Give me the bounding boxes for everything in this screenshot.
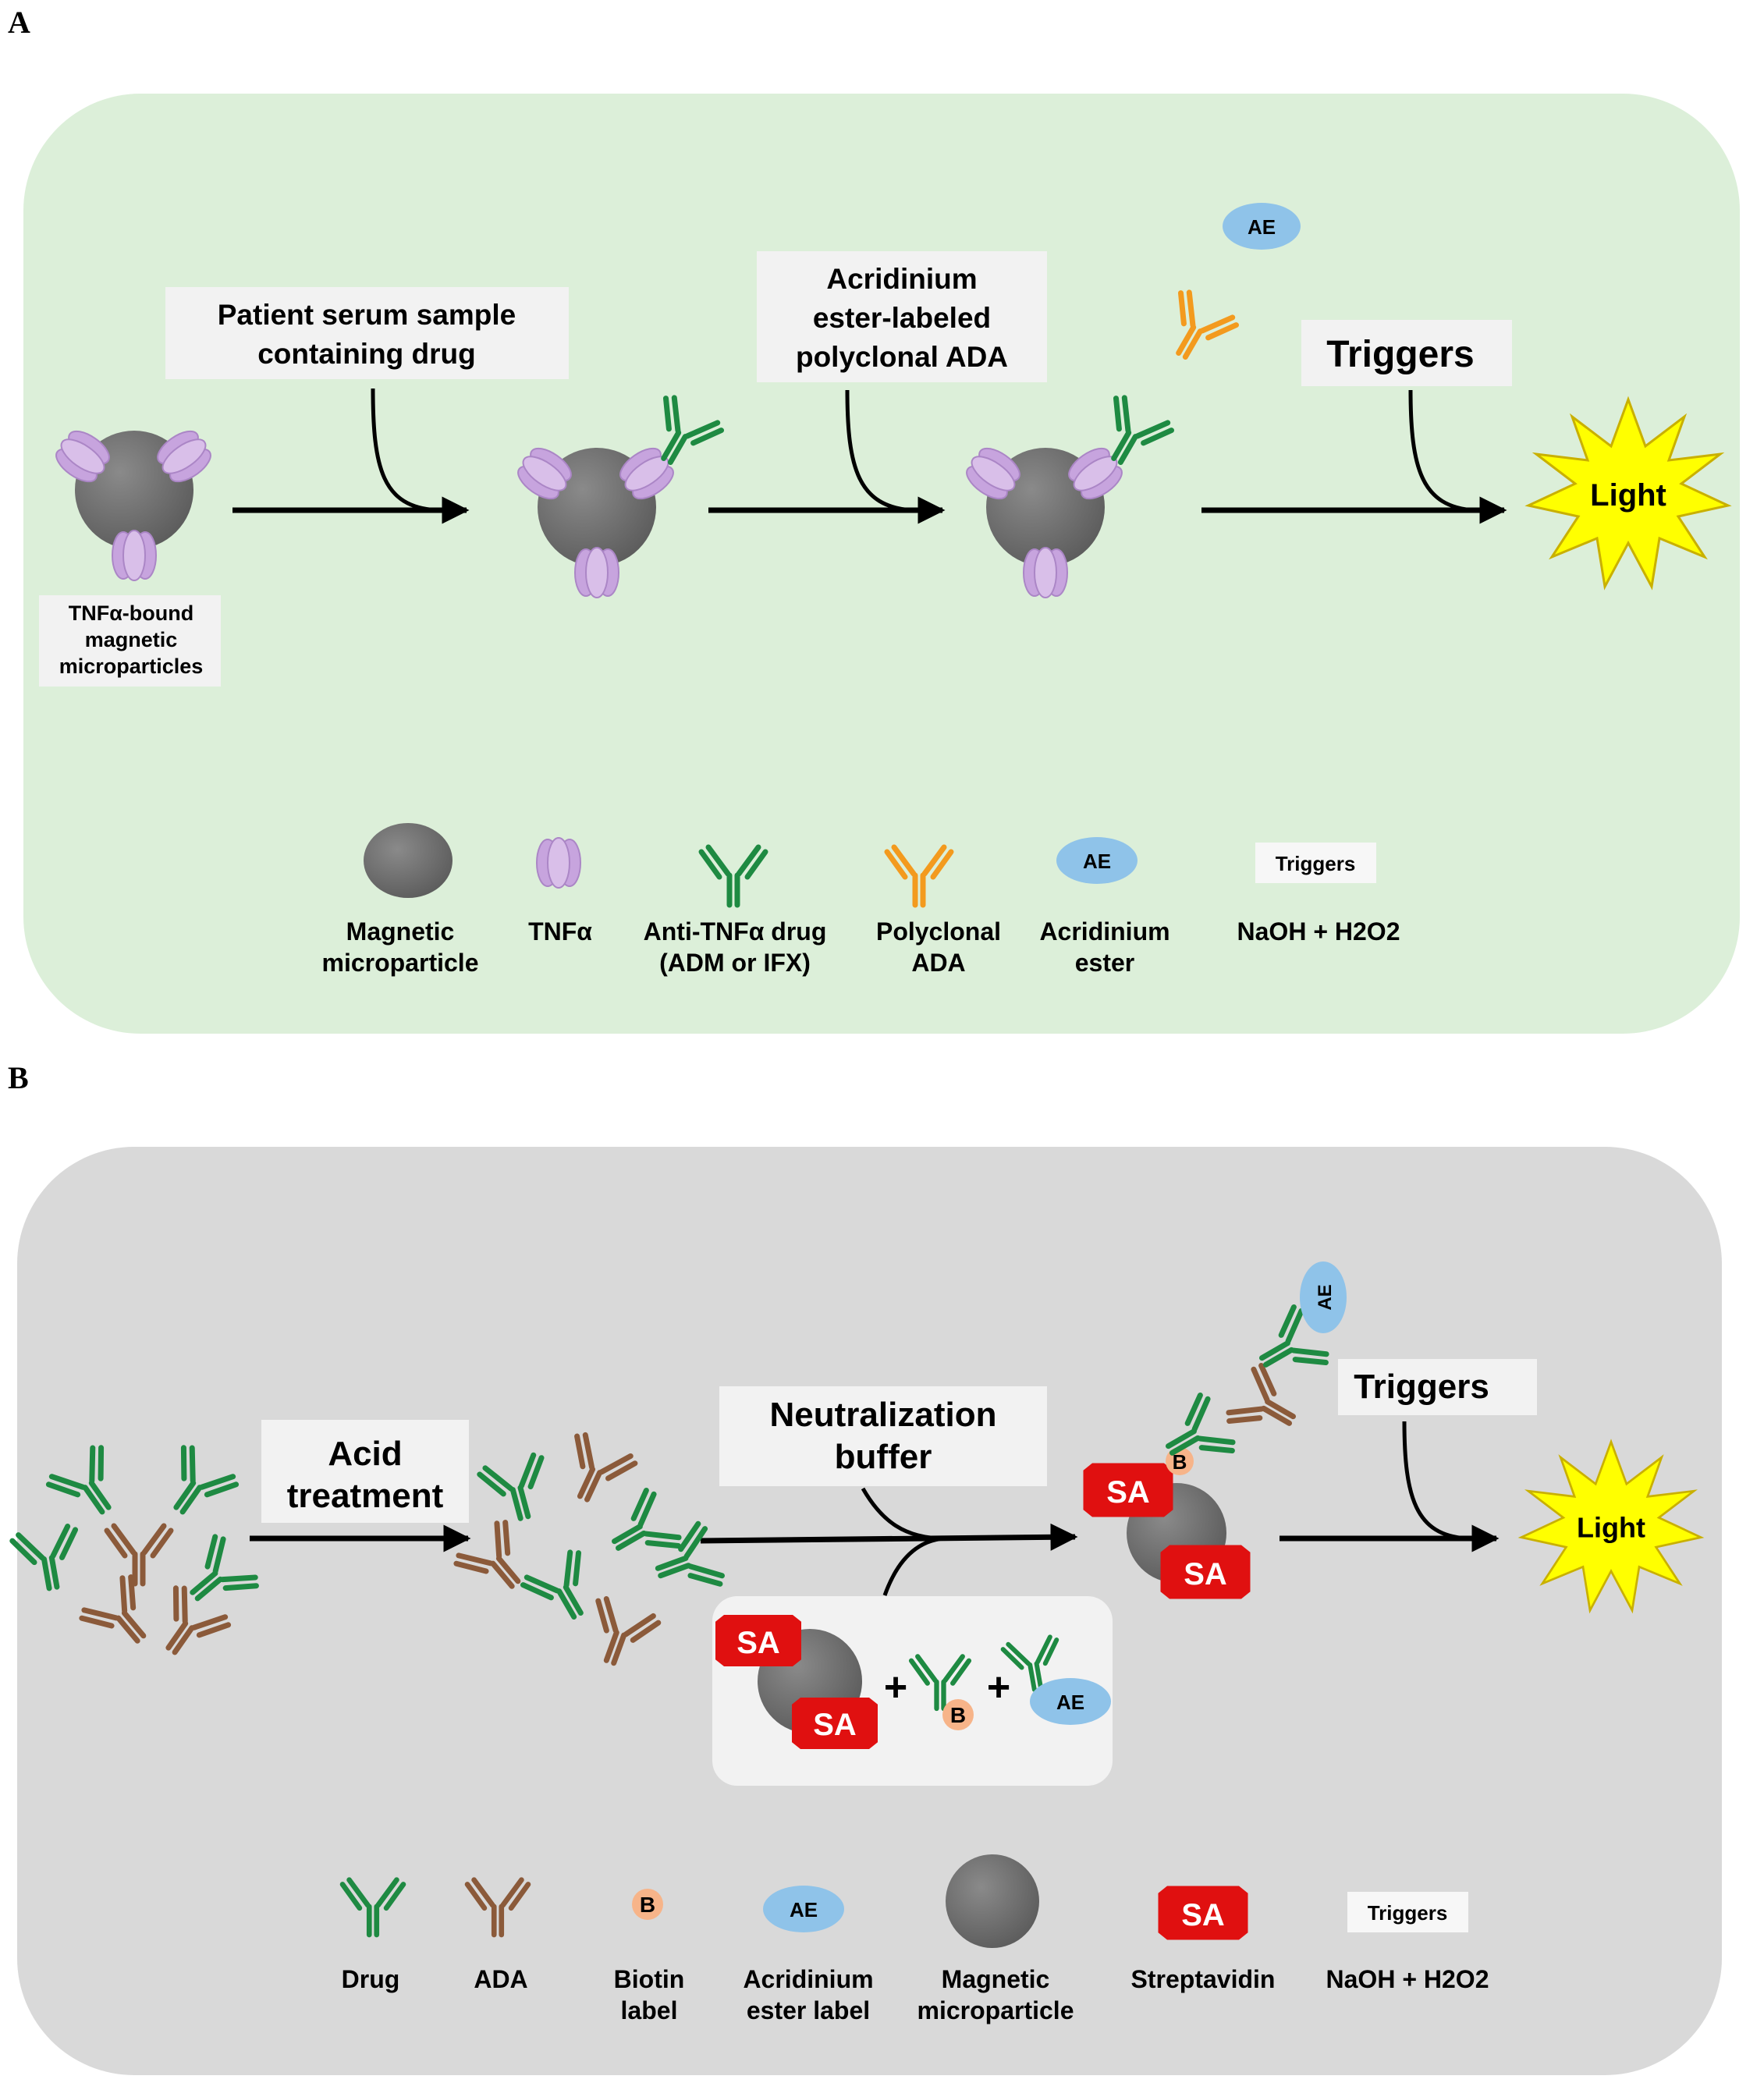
neutralization-curve-bottom [882, 1536, 945, 1596]
light-label-b: Light [1577, 1512, 1645, 1544]
bound-sa-2: SA [1184, 1557, 1227, 1591]
step1-label-line2: containing drug [257, 338, 476, 370]
reagent-plus-2: + [987, 1665, 1010, 1710]
neutralization-arrow [700, 1523, 1078, 1551]
legend-b-triggers-box [1347, 1892, 1468, 1932]
legend-label-ae-1: Acridinium [1039, 917, 1169, 946]
legend-triggers-text: Triggers [1276, 852, 1356, 875]
step2-label-box [757, 251, 1047, 382]
step2-label-line3: polyclonal ADA [796, 341, 1008, 373]
ae-drug: AE [1003, 1636, 1111, 1725]
legend-label-drug-1: Anti-TNFα drug [644, 917, 827, 946]
light-label-a: Light [1590, 478, 1666, 513]
bound-ae: AE [1315, 1284, 1336, 1310]
bound-complex: SA SA B AE [1083, 1261, 1347, 1599]
particle-caption-box [39, 595, 221, 687]
legend-b-label-triggers: NaOH + H2O2 [1326, 1965, 1489, 1993]
step2-label-line2: ester-labeled [813, 302, 991, 334]
particle-caption-line2: magnetic [85, 628, 178, 651]
panel-a-letter: A [8, 5, 30, 40]
reagent-particle: SA SA [715, 1615, 878, 1749]
ae-label: AE [1248, 215, 1276, 239]
legend-label-triggers: NaOH + H2O2 [1237, 917, 1400, 946]
panel-a-background [23, 94, 1740, 1034]
reagent-sa-1: SA [736, 1626, 780, 1660]
panel-b-letter: B [8, 1060, 29, 1095]
step1-label-box [165, 287, 569, 379]
legend-triggers-box [1255, 843, 1376, 883]
legend-b-triggers-text: Triggers [1368, 1901, 1448, 1925]
triggers-label: Triggers [1326, 334, 1474, 375]
light-burst-a: Light [1527, 398, 1730, 588]
reagent-ae-label: AE [1056, 1691, 1084, 1714]
legend-b-label-drug: Drug [342, 1965, 400, 1993]
legend-b-label-sa: Streptavidin [1131, 1965, 1276, 1993]
legend-b-label-biotin-2: label [621, 1996, 678, 2024]
legend-b-ae-text: AE [790, 1898, 818, 1921]
neutralization-curve-top [861, 1487, 945, 1541]
neutralization-label-box [719, 1386, 1047, 1486]
tnf-particle-1 [48, 423, 218, 581]
reagent-plus-1: + [884, 1665, 907, 1710]
neutralization-label-line2: buffer [835, 1438, 932, 1476]
legend-particle-icon [364, 823, 453, 898]
legend-label-ae-2: ester [1075, 949, 1135, 977]
bound-biotin: B [1173, 1450, 1187, 1474]
reagent-sa-2: SA [813, 1708, 857, 1742]
particle-with-drug [510, 394, 724, 598]
legend-b-label-ae-1: Acridinium [743, 1965, 873, 1993]
biotin-drug: B [911, 1656, 974, 1730]
legend-b-label-particle-2: microparticle [917, 1996, 1074, 2024]
legend-b-label-biotin-1: Biotin [614, 1965, 685, 1993]
triggers-curve-b [1402, 1421, 1468, 1541]
legend-label-poly-2: ADA [911, 949, 965, 977]
acid-label-line1: Acid [328, 1435, 402, 1473]
particle-with-drug-and-ada: AE [959, 203, 1301, 598]
step1-label-line1: Patient serum sample [218, 299, 516, 331]
step2-label-line1: Acridinium [826, 263, 977, 295]
particle-caption-line3: microparticles [59, 655, 204, 678]
legend-b-sa-text: SA [1181, 1898, 1225, 1932]
light-burst-b: Light [1520, 1440, 1702, 1612]
step3-curve [1408, 389, 1475, 513]
reagent-biotin-label: B [950, 1703, 966, 1727]
legend-b-label-ae-2: ester label [747, 1996, 870, 2024]
acid-label-box [261, 1420, 469, 1523]
legend-tnf-icon [536, 837, 581, 889]
legend-label-tnf: TNFα [528, 917, 592, 946]
legend-ae-text: AE [1083, 850, 1111, 873]
step2-curve [845, 389, 914, 513]
triggers-label-box [1301, 320, 1512, 386]
triggers-label-b: Triggers [1354, 1368, 1489, 1406]
legend-label-drug-2: (ADM or IFX) [659, 949, 811, 977]
triggers-label-box-b [1338, 1359, 1537, 1415]
acid-label-line2: treatment [287, 1477, 444, 1515]
legend-label-particle-2: microparticle [322, 949, 479, 977]
step1-curve [371, 388, 438, 513]
legend-label-particle-1: Magnetic [346, 917, 455, 946]
bound-sa-1: SA [1106, 1475, 1150, 1510]
legend-b-label-particle-1: Magnetic [942, 1965, 1050, 1993]
legend-ae-icon [1056, 837, 1138, 884]
legend-b-biotin-icon [632, 1889, 663, 1920]
legend-b-label-ada: ADA [474, 1965, 527, 1993]
legend-a: AE Triggers Magnetic microparticle TNFα … [322, 823, 1400, 977]
particle-caption-line1: TNFα-bound [69, 601, 194, 625]
legend-b-ae-icon [763, 1886, 844, 1932]
neutralization-label-line1: Neutralization [770, 1396, 997, 1434]
legend-b-particle-icon [946, 1854, 1039, 1948]
legend-b-biotin-text: B [640, 1893, 655, 1917]
legend-b: B AE SA Triggers Drug ADA Biotin label A… [342, 1854, 1489, 2024]
legend-label-poly-1: Polyclonal [876, 917, 1001, 946]
